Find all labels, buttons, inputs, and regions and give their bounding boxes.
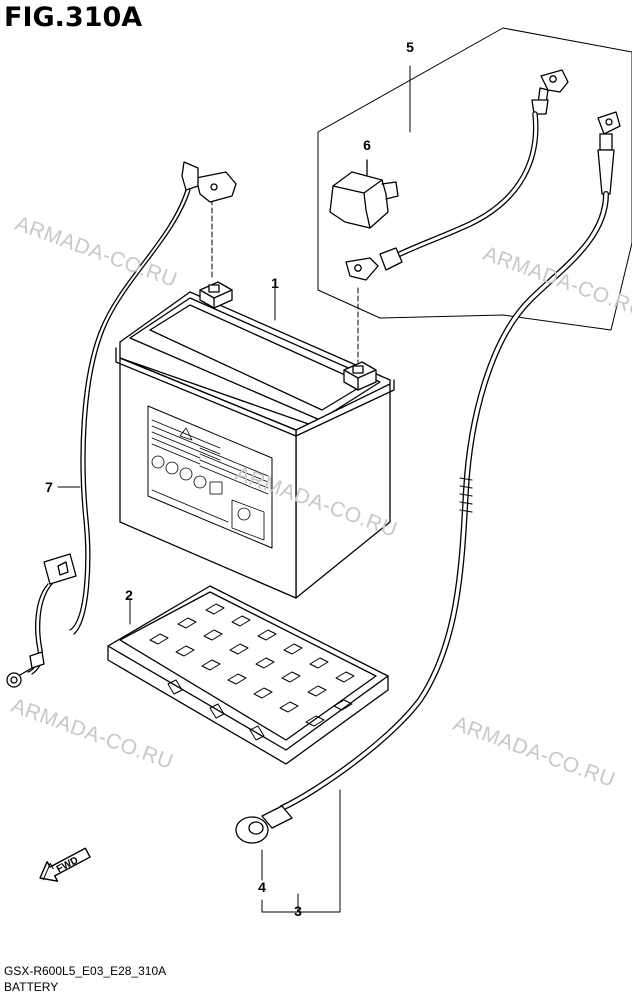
wire-harness-part-7 — [6, 161, 237, 688]
callout-5: 5 — [406, 39, 414, 55]
fwd-label: FWD — [55, 855, 80, 875]
callout-1: 1 — [271, 275, 279, 291]
callout-4: 4 — [258, 879, 266, 895]
callout-7: 7 — [45, 479, 53, 495]
callout-3: 3 — [294, 903, 302, 919]
negative-cable-part-3 — [235, 111, 621, 913]
terminal-cover-part-6 — [329, 159, 399, 229]
tray-slots — [149, 603, 355, 741]
assembly-leader-lines — [211, 199, 359, 363]
model-code: GSX-R600L5_E03_E28_310A — [4, 964, 167, 978]
battery-label-graphics — [151, 419, 269, 541]
subassembly-frame — [317, 27, 632, 331]
fwd-direction-arrow[interactable]: FWD — [35, 843, 93, 888]
callout-2: 2 — [125, 587, 133, 603]
positive-cable-part-5 — [345, 65, 569, 281]
figure-title: FIG.310A — [4, 2, 143, 33]
callout-6: 6 — [363, 137, 371, 153]
battery-tray-part-2 — [107, 585, 389, 765]
figure-caption: BATTERY — [4, 980, 59, 994]
battery-part-1 — [115, 279, 395, 599]
